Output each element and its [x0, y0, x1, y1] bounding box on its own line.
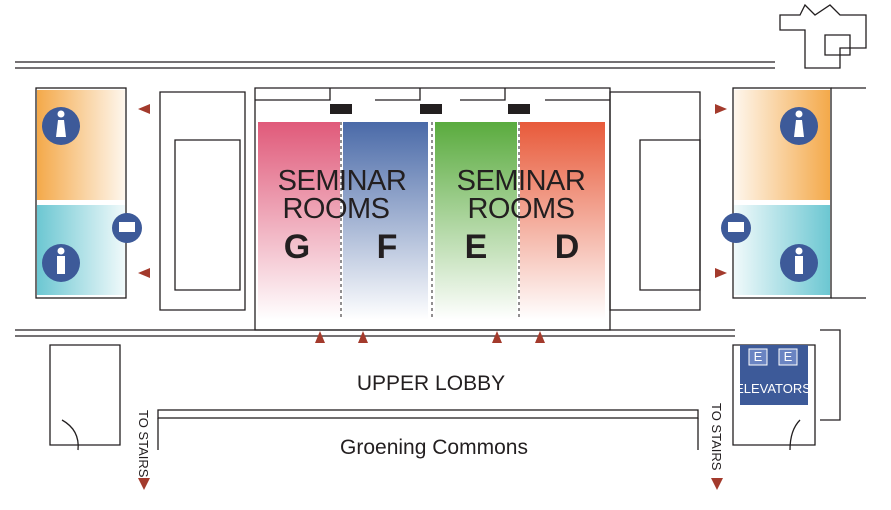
to-stairs-right-label[interactable]: TO STAIRS — [709, 403, 724, 471]
elevator-door-1: E — [754, 349, 763, 364]
family-restroom-icon — [721, 213, 751, 243]
room-letter-d: D — [555, 228, 580, 266]
mens-restroom-icon — [42, 244, 80, 282]
elevators-label: ELEVATORS — [735, 381, 811, 396]
seminar-title-right-line2: ROOMS — [467, 193, 574, 225]
stairs-arrow-icon — [138, 478, 150, 490]
family-restroom-icon — [112, 213, 142, 243]
mens-restroom-right — [734, 205, 830, 295]
seminar-title-left-line2: ROOMS — [282, 193, 389, 225]
room-letter-g: G — [284, 228, 310, 266]
elevator-door-2: E — [784, 349, 793, 364]
womens-restroom-right — [734, 90, 830, 200]
stairs-arrow-icon — [711, 478, 723, 490]
entrance-arrow-icon — [138, 104, 727, 490]
seminar-room-e[interactable] — [435, 122, 517, 320]
womens-restroom-icon — [42, 107, 80, 145]
seminar-room-f[interactable] — [343, 122, 428, 320]
womens-restroom-icon — [780, 107, 818, 145]
mens-restroom-icon — [780, 244, 818, 282]
room-letter-e: E — [465, 228, 488, 266]
womens-restroom-left — [37, 90, 125, 200]
seminar-room-g[interactable] — [258, 122, 340, 320]
to-stairs-left-label[interactable]: TO STAIRS — [136, 410, 151, 478]
room-letter-f: F — [377, 228, 398, 266]
seminar-title-left-line1: SEMINAR — [278, 165, 407, 197]
seminar-title-right-line1: SEMINAR — [457, 165, 586, 197]
upper-lobby-label: UPPER LOBBY — [357, 372, 505, 395]
elevator-icon[interactable]: E E ELEVATORS — [735, 345, 811, 405]
seminar-room-d[interactable] — [520, 122, 605, 320]
groening-commons-label: Groening Commons — [340, 436, 528, 459]
